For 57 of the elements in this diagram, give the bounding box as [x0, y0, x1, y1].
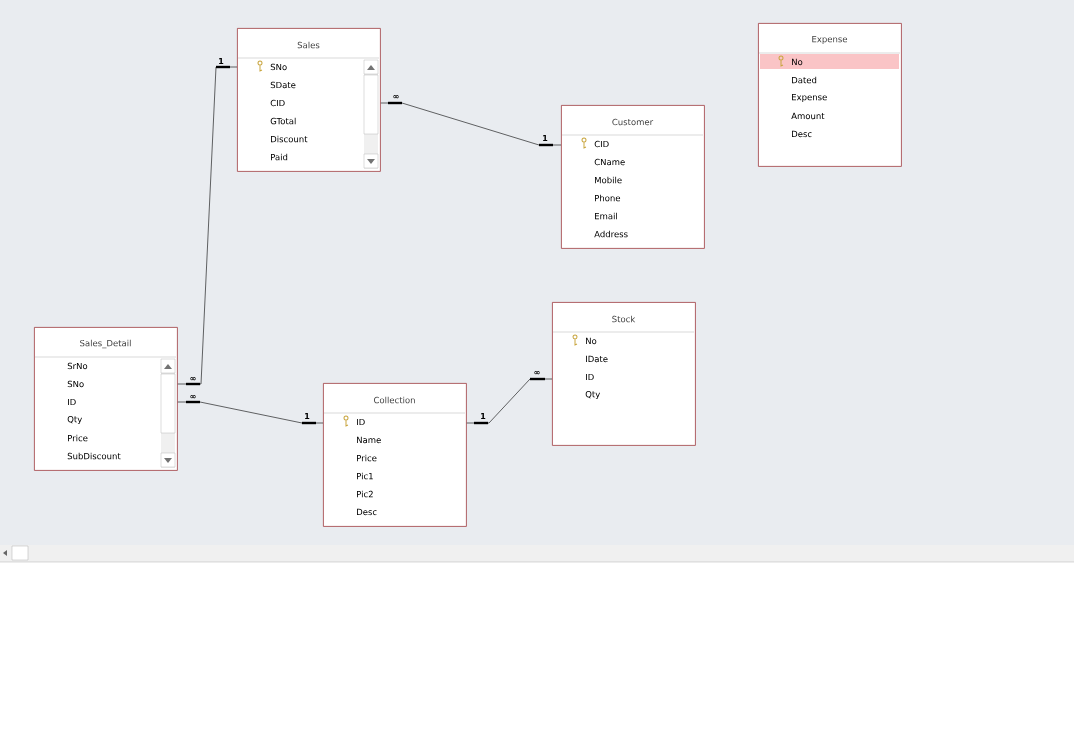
field-name: Price — [357, 454, 377, 462]
table-box — [561, 105, 705, 249]
field-name: Expense — [792, 94, 827, 102]
field-name: Discount — [271, 135, 308, 143]
cardinality-label: 1 — [219, 58, 224, 64]
relationship-line — [380, 101, 562, 147]
cardinality-label: ∞ — [534, 371, 540, 375]
field-name: Pic1 — [357, 472, 373, 480]
field-name: ID — [68, 398, 76, 406]
table-box — [237, 28, 381, 172]
field-name: SrNo — [67, 362, 88, 370]
field-name: ID — [357, 418, 365, 426]
table-box — [758, 23, 902, 167]
field-name: Price — [68, 434, 88, 442]
field-name: Mobile — [595, 176, 622, 184]
field-name: Dated — [792, 76, 817, 84]
table-box — [552, 302, 696, 446]
table-title: Sales_Detail — [80, 339, 131, 349]
relationship-line — [177, 65, 238, 386]
table-box — [323, 383, 467, 527]
field-name: CID — [270, 99, 285, 107]
relationship-line — [466, 377, 553, 425]
cardinality-label: ∞ — [190, 395, 196, 399]
field-name: CID — [594, 140, 609, 148]
table-title: Sales — [297, 41, 320, 49]
field-name: Qty — [585, 390, 600, 400]
table-title: Expense — [812, 36, 848, 44]
table-title: Collection — [373, 396, 415, 404]
cardinality-label: 1 — [543, 135, 548, 141]
field-name: Desc — [792, 130, 812, 138]
field-name: SNo — [270, 63, 287, 71]
cardinality-label: 1 — [305, 413, 310, 419]
field-name: Pic2 — [357, 490, 373, 498]
field-name: SNo — [67, 380, 84, 388]
field-name: IDate — [586, 355, 608, 363]
field-name: Desc — [357, 508, 377, 516]
field-name: Address — [594, 230, 628, 238]
field-name: SDate — [270, 81, 296, 89]
field-name: Email — [595, 212, 617, 220]
cardinality-label: ∞ — [190, 377, 196, 381]
field-name: No — [792, 58, 803, 66]
cardinality-label: ∞ — [393, 95, 399, 99]
field-name: Name — [357, 436, 381, 444]
field-name: GTotal — [270, 117, 296, 125]
table-box — [34, 327, 178, 471]
cardinality-label: 1 — [481, 413, 486, 419]
field-name: CName — [594, 158, 625, 166]
table-title: Customer — [612, 118, 654, 126]
field-name: ID — [586, 373, 594, 381]
relationship-line — [177, 400, 324, 425]
field-name: Paid — [271, 153, 288, 161]
field-name: Phone — [595, 194, 621, 202]
field-name: No — [586, 337, 597, 345]
table-title: Stock — [612, 315, 636, 323]
field-name: SubDiscount — [67, 452, 121, 460]
field-name: Qty — [67, 415, 82, 425]
field-name: Amount — [791, 112, 825, 120]
